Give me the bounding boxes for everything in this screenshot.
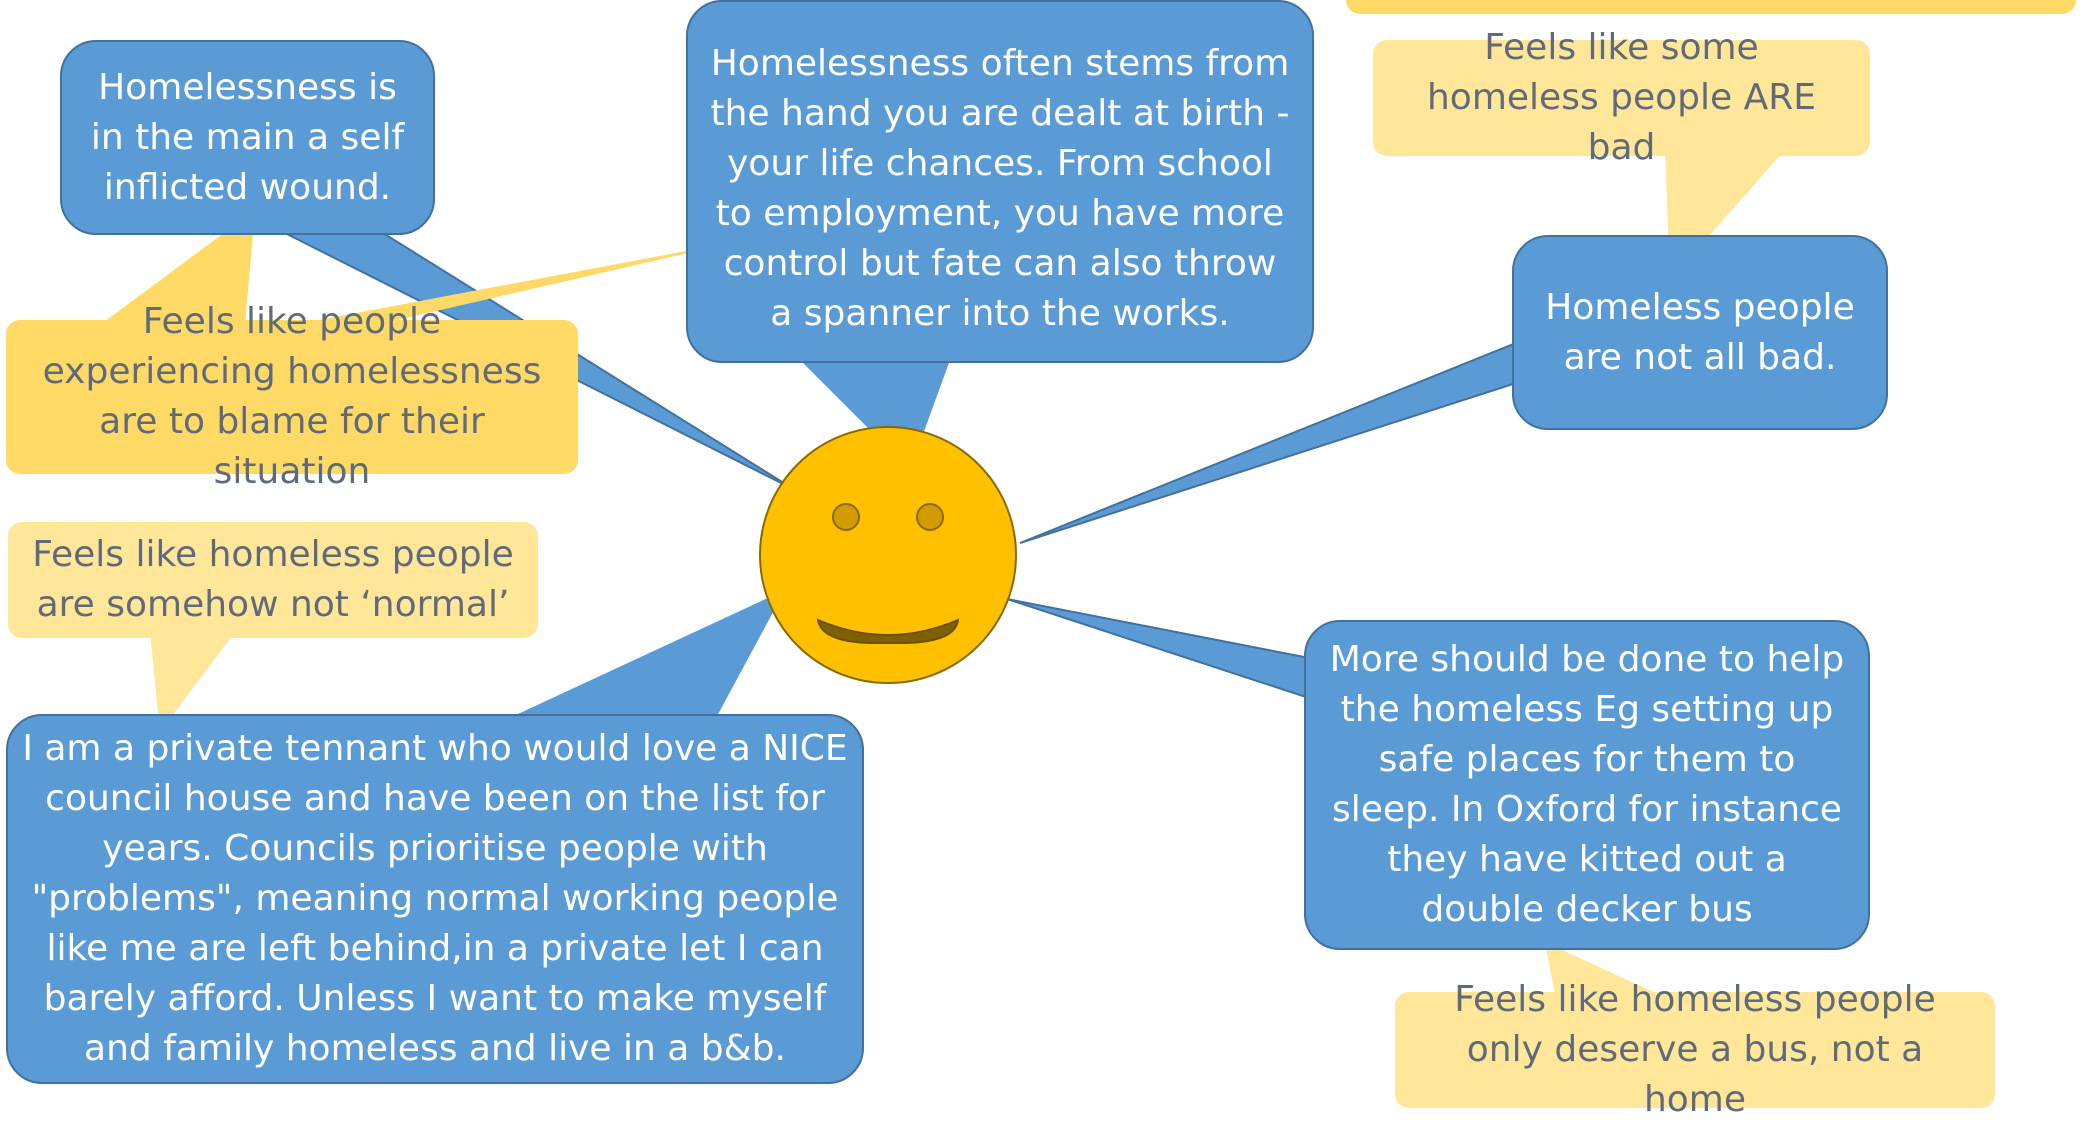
feeling-to-blame-text: Feels like people experiencing homelessn… <box>42 301 542 492</box>
feeling-not-normal: Feels like homeless people are somehow n… <box>8 522 538 638</box>
feeling-some-are-bad-text: Feels like some homeless people ARE bad <box>1426 27 1817 168</box>
feeling-deserve-bus: Feels like homeless people only deserve … <box>1395 979 1995 1120</box>
comment-self-inflicted: Homelessness is in the main a self infli… <box>60 40 435 235</box>
comment-tail-life-chances <box>800 360 950 470</box>
feeling-tail-to-blame-fate <box>255 240 745 332</box>
feeling-not-normal-text: Feels like homeless people are somehow n… <box>32 534 514 625</box>
comment-tail-more-help <box>1006 598 1310 700</box>
feeling-some-are-bad: Feels like some homeless people ARE bad <box>1373 27 1870 168</box>
comment-not-all-bad-text: Homeless people are not all bad. <box>1545 286 1855 378</box>
comment-life-chances-text: Homelessness often stems from the hand y… <box>710 42 1290 334</box>
comment-tail-private-tenant <box>505 590 785 720</box>
comment-tail-not-all-bad <box>1019 341 1517 544</box>
feeling-to-blame: Feels like people experiencing homelessn… <box>6 301 578 492</box>
comment-more-help: More should be done to help the homeless… <box>1304 620 1870 950</box>
feeling-deserve-bus-text: Feels like homeless people only deserve … <box>1454 979 1936 1120</box>
comment-private-tenant: I am a private tennant who would love a … <box>6 714 864 1084</box>
feeling-tail-not-normal <box>150 632 235 732</box>
comment-more-help-text: More should be done to help the homeless… <box>1329 639 1845 930</box>
comment-not-all-bad: Homeless people are not all bad. <box>1512 235 1888 430</box>
comment-self-inflicted-text: Homelessness is in the main a self infli… <box>90 66 405 208</box>
feeling-tail-to-blame-wound <box>100 210 255 325</box>
comment-life-chances: Homelessness often stems from the hand y… <box>686 0 1314 363</box>
feeling-tail-deserve-bus <box>1545 942 1660 995</box>
partial-feeling-bubble <box>1346 0 2076 14</box>
comment-private-tenant-text: I am a private tennant who would love a … <box>22 728 848 1069</box>
